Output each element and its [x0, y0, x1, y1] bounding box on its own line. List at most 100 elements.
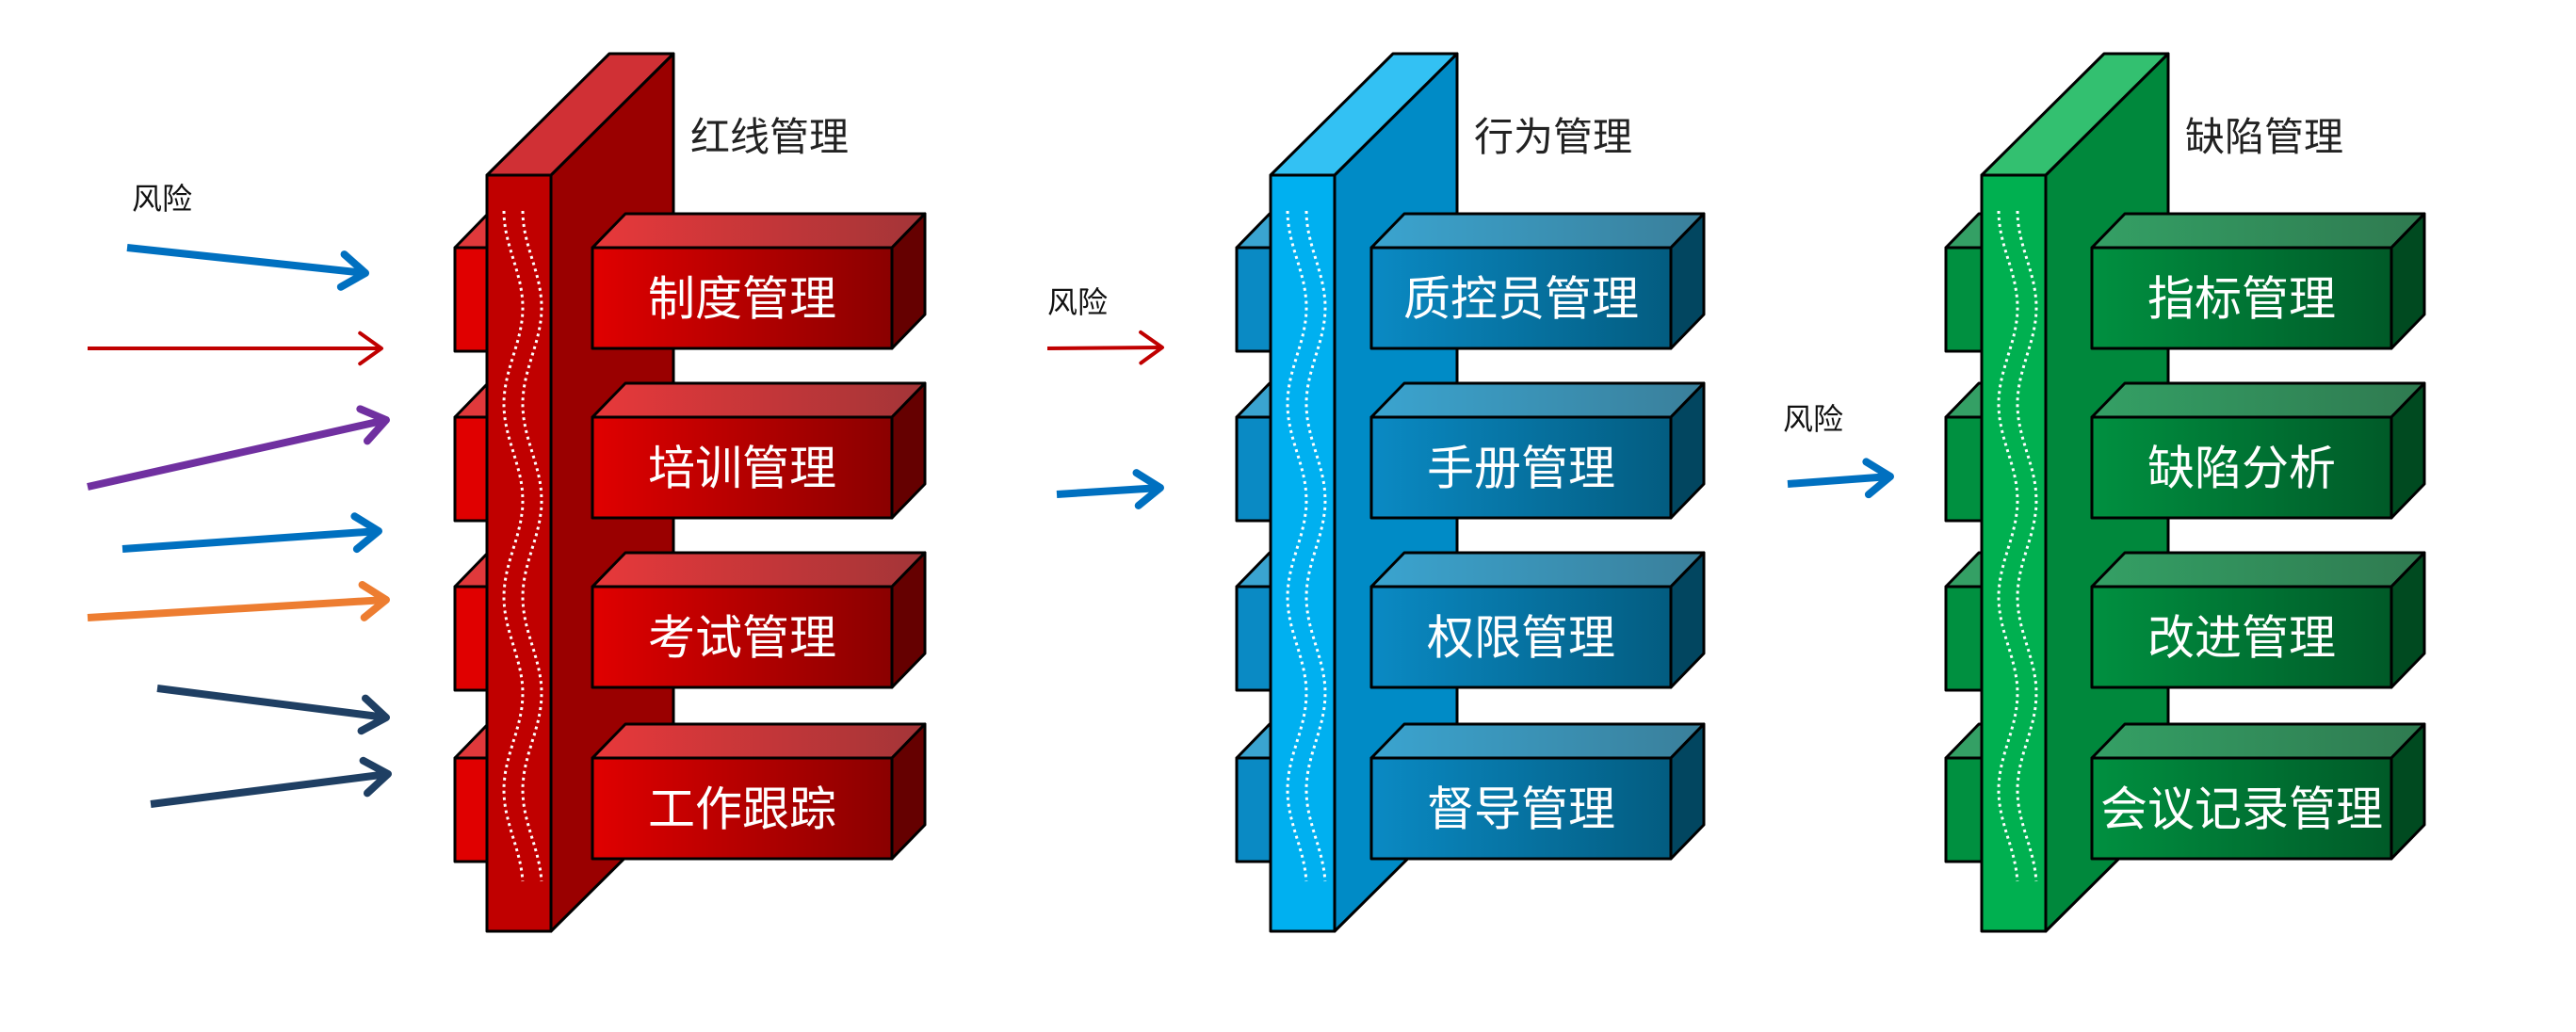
stub-top-face [453, 212, 490, 250]
box-top-face [1369, 212, 1706, 250]
risk-arrow [156, 685, 390, 735]
module-box[interactable]: 改进管理 [2090, 551, 2426, 689]
module-box[interactable]: 指标管理 [2090, 212, 2426, 350]
module-label: 会议记录管理 [2100, 782, 2383, 837]
box-front-face [1369, 246, 1673, 350]
box-front-face [591, 246, 894, 350]
risk-arrow [87, 581, 390, 621]
stub-front-face [1944, 415, 1984, 523]
module-label: 指标管理 [2147, 272, 2336, 327]
module-box[interactable]: 权限管理 [1369, 551, 1706, 689]
stub-top-face [453, 381, 490, 419]
arrow-head-icon [336, 250, 369, 291]
box-top-face [2090, 212, 2426, 250]
module-box[interactable]: 会议记录管理 [2090, 722, 2426, 861]
pillar-dotted-line-2 [1304, 210, 1327, 882]
stub-top-face [1235, 212, 1272, 250]
risk-label-middle: 风险 [1047, 284, 1108, 320]
box-top-face [1369, 551, 1706, 589]
column-title: 行为管理 [1474, 114, 1632, 160]
box-front-face [2090, 415, 2393, 520]
arrow-shaft [150, 770, 389, 808]
risk-arrow [87, 405, 390, 491]
box-top-face [591, 212, 927, 250]
stub-top-face [1944, 551, 1984, 589]
box-top-face [1369, 722, 1706, 760]
risk-label-right: 风险 [1783, 401, 1843, 437]
pillar-dotted-line-2 [521, 210, 543, 882]
box-front-face [2090, 246, 2393, 350]
module-box[interactable]: 缺陷分析 [2090, 381, 2426, 520]
module-box[interactable]: 制度管理 [591, 212, 927, 350]
box-top-face [591, 551, 927, 589]
stub-front-face [1944, 246, 1984, 353]
box-front-face [2090, 585, 2393, 689]
module-label: 制度管理 [648, 272, 836, 327]
pillar-dotted-line-1 [502, 210, 525, 882]
module-label: 考试管理 [648, 611, 836, 666]
risk-arrows [87, 244, 1894, 808]
stub-front-face [453, 756, 489, 863]
module-box[interactable]: 督导管理 [1369, 722, 1706, 861]
box-front-face [1369, 756, 1673, 861]
stub-front-face [1944, 756, 1984, 863]
box-top-face [1369, 381, 1706, 419]
module-box[interactable]: 手册管理 [1369, 381, 1706, 520]
arrow-head-icon [358, 331, 383, 366]
box-top-face [591, 722, 927, 760]
arrow-shaft [1787, 473, 1891, 488]
arrow-head-icon [1132, 469, 1164, 509]
module-box[interactable]: 培训管理 [591, 381, 927, 520]
module-box[interactable]: 质控员管理 [1369, 212, 1706, 350]
box-front-face [1369, 415, 1673, 520]
stub-top-face [1944, 722, 1984, 760]
risk-arrow [126, 244, 369, 291]
module-label: 培训管理 [648, 442, 836, 496]
stub-front-face [453, 246, 489, 353]
arrow-shaft [126, 244, 366, 277]
box-front-face [1369, 585, 1673, 689]
box-front-face [591, 585, 894, 689]
module-box[interactable]: 考试管理 [591, 551, 927, 689]
pillar-dotted-line-1 [1286, 210, 1308, 882]
stub-front-face [1235, 756, 1272, 863]
column-title: 缺陷管理 [2185, 114, 2343, 160]
arrow-group-left [87, 244, 392, 808]
stub-front-face [1235, 415, 1272, 523]
risk-arrow [88, 331, 383, 366]
module-label: 改进管理 [2147, 611, 2336, 666]
stub-top-face [1235, 551, 1272, 589]
module-label: 质控员管理 [1403, 272, 1639, 327]
risk-label-left: 风险 [132, 181, 192, 217]
arrow-shaft [156, 685, 387, 721]
stub-top-face [453, 551, 490, 589]
module-label: 督导管理 [1427, 782, 1615, 837]
module-label: 工作跟踪 [648, 782, 836, 837]
stub-top-face [453, 722, 490, 760]
arrow-shaft [87, 416, 387, 491]
module-box[interactable]: 工作跟踪 [591, 722, 927, 861]
box-front-face [591, 415, 894, 520]
arrow-shaft [1056, 484, 1161, 498]
stub-front-face [453, 415, 489, 523]
pillar-front-face [1269, 173, 1337, 933]
box-top-face [2090, 551, 2426, 589]
stub-top-face [1235, 381, 1272, 419]
pillar-dotted-line-2 [2016, 210, 2038, 882]
stub-front-face [453, 585, 489, 692]
risk-arrow [1056, 469, 1164, 509]
stub-top-face [1235, 722, 1272, 760]
module-label: 手册管理 [1427, 442, 1615, 496]
stub-top-face [1944, 212, 1984, 250]
pillar-front-face [485, 173, 553, 933]
arrow-head-icon [1139, 330, 1164, 365]
risk-arrow [1787, 458, 1894, 499]
arrow-shaft [1046, 346, 1163, 350]
module-label: 权限管理 [1427, 611, 1615, 666]
box-top-face [2090, 381, 2426, 419]
